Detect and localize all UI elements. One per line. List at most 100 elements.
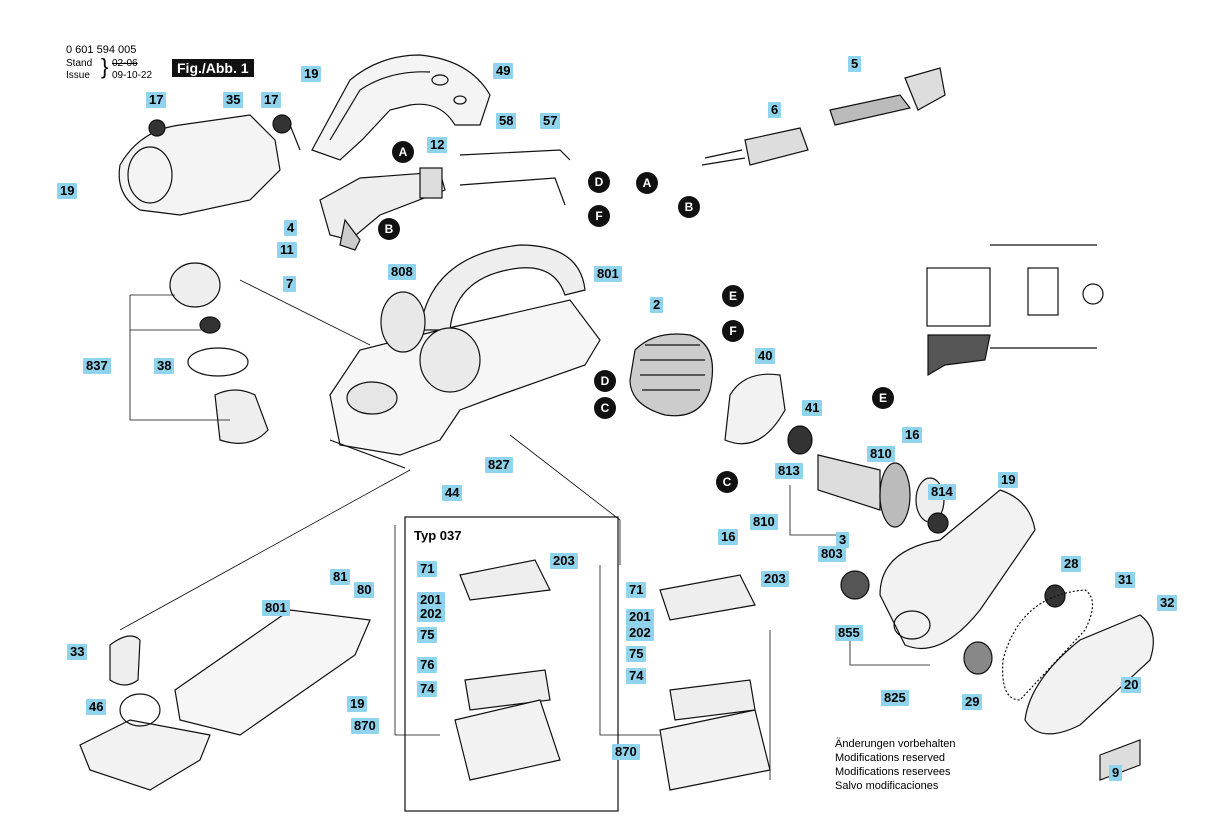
part-callout: 57 — [540, 113, 561, 129]
connector-marker: D — [588, 171, 610, 193]
connector-marker: C — [716, 471, 738, 493]
part-callout: 11 — [277, 242, 297, 258]
part-callout: 16 — [902, 427, 923, 443]
part-callout: 38 — [154, 358, 175, 374]
part-callout: 201 — [417, 592, 445, 608]
part-callout: 17 — [146, 92, 167, 108]
part-callout: 837 — [83, 358, 111, 374]
blade-kit-box-left — [404, 516, 619, 812]
part-callout: 202 — [417, 606, 445, 622]
issue-label: Issue — [66, 70, 90, 81]
part-callout: 17 — [261, 92, 282, 108]
wiring-schematic — [926, 244, 1104, 377]
stand-label: Stand — [66, 58, 93, 69]
armature-part — [787, 425, 949, 534]
part-callout: 19 — [301, 66, 322, 82]
part-callout: 827 — [485, 457, 513, 473]
connector-marker: E — [722, 285, 744, 307]
handle-cover-part — [311, 54, 491, 161]
switch-assembly-part — [319, 149, 571, 251]
blade-kit-box-right — [659, 574, 771, 791]
sole-plate-part — [79, 609, 371, 791]
connector-marker: F — [722, 320, 744, 342]
part-callout: 801 — [594, 266, 622, 282]
figure-label: Fig./Abb. 1 — [172, 59, 254, 77]
part-callout: 28 — [1061, 556, 1082, 572]
part-callout: 33 — [67, 644, 88, 660]
part-callout: 825 — [881, 690, 909, 706]
note-line: Salvo modificaciones — [835, 780, 939, 792]
part-callout: 75 — [626, 646, 647, 662]
part-callout: 71 — [417, 561, 438, 577]
issue-value: 09-10-22 — [112, 70, 153, 81]
part-callout: 801 — [262, 600, 290, 616]
main-housing-part — [329, 244, 601, 469]
part-callout: 12 — [427, 137, 448, 153]
gear-housing-part — [840, 489, 1036, 649]
part-callout: 19 — [347, 696, 368, 712]
part-callout: 80 — [354, 582, 375, 598]
connector-marker: A — [636, 172, 658, 194]
part-callout: 9 — [1109, 765, 1123, 781]
part-callout: 810 — [750, 514, 778, 530]
part-callout: 203 — [761, 571, 789, 587]
part-callout: 58 — [496, 113, 517, 129]
part-callout: 40 — [755, 348, 776, 364]
connector-marker: A — [392, 141, 414, 163]
part-callout: 74 — [626, 668, 647, 684]
part-callout: 870 — [351, 718, 379, 734]
part-callout: 4 — [284, 220, 298, 236]
note-line: Änderungen vorbehalten — [835, 738, 956, 750]
type-label: Typ 037 — [414, 528, 462, 543]
fan-guide-part — [724, 373, 786, 445]
part-callout: 19 — [57, 183, 78, 199]
connector-marker: D — [594, 370, 616, 392]
part-callout: 29 — [962, 694, 983, 710]
part-callout: 855 — [835, 625, 863, 641]
note-line: Modifications reserved — [835, 752, 946, 764]
part-callout: 5 — [848, 56, 862, 72]
part-callout: 814 — [928, 484, 956, 500]
part-callout: 75 — [417, 627, 438, 643]
belt-cover-part — [118, 114, 301, 216]
part-callout: 803 — [818, 546, 846, 562]
connector-marker: E — [872, 387, 894, 409]
leader-lines — [119, 279, 930, 780]
part-callout: 201 — [626, 609, 654, 625]
connector-marker: B — [378, 218, 400, 240]
part-callout: 81 — [330, 569, 351, 585]
part-callout: 20 — [1121, 677, 1142, 693]
connector-marker: F — [588, 205, 610, 227]
connector-marker: C — [594, 397, 616, 419]
part-callout: 3 — [836, 532, 850, 548]
part-callout: 31 — [1115, 572, 1136, 588]
part-callout: 202 — [626, 625, 654, 641]
part-callout: 203 — [550, 553, 578, 569]
part-callout: 44 — [442, 485, 463, 501]
part-callout: 71 — [626, 582, 647, 598]
part-callout: 32 — [1157, 595, 1178, 611]
note-line: Modifications reservees — [835, 766, 951, 778]
part-callout: 870 — [612, 744, 640, 760]
part-callout: 7 — [283, 276, 297, 292]
part-callout: 74 — [417, 681, 438, 697]
part-callout: 49 — [493, 63, 514, 79]
part-callout: 35 — [223, 92, 244, 108]
depth-knob-part — [169, 262, 269, 444]
part-callout: 2 — [650, 297, 664, 313]
connector-marker: B — [678, 196, 700, 218]
part-callout: 810 — [867, 446, 895, 462]
part-callout: 16 — [718, 529, 739, 545]
part-callout: 808 — [388, 264, 416, 280]
stand-value: 02-06 — [112, 58, 138, 69]
part-callout: 46 — [86, 699, 107, 715]
brace-glyph: } — [101, 54, 109, 79]
part-callout: 813 — [775, 463, 803, 479]
part-callout: 19 — [998, 472, 1019, 488]
part-callout: 41 — [802, 400, 823, 416]
field-coil-part — [629, 333, 714, 417]
part-callout: 6 — [768, 102, 782, 118]
document-number: 0 601 594 005 — [66, 44, 137, 56]
power-cord-part — [701, 67, 946, 166]
